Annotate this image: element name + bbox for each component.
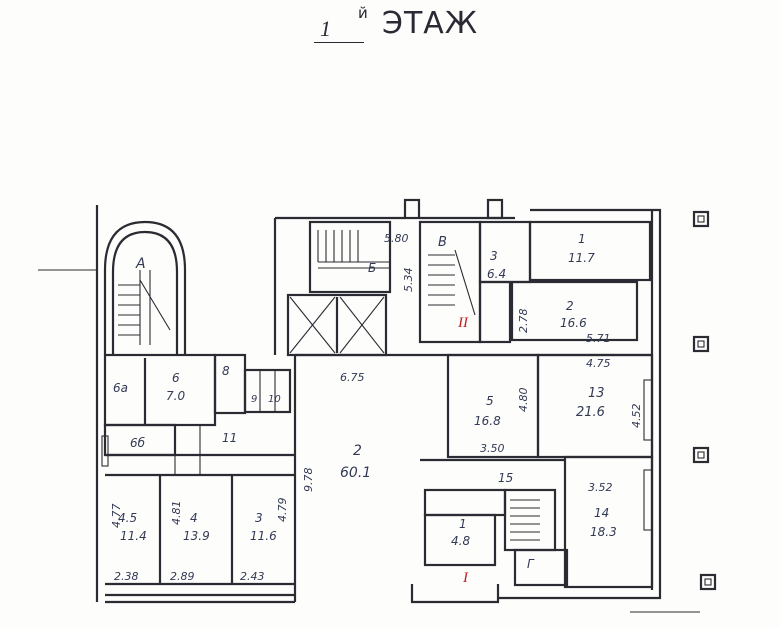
- room-b-label: Б: [368, 261, 376, 275]
- stair-g: [510, 499, 540, 541]
- dim-4-79: 4.79: [276, 498, 289, 523]
- room-8-label: 8: [222, 364, 230, 378]
- dim-9-78: 9.78: [302, 468, 315, 493]
- left-wing: [101, 353, 295, 584]
- floor-suffix: й: [358, 4, 368, 22]
- room-v-label: В: [438, 235, 447, 250]
- room-a-label: А: [135, 256, 146, 272]
- entrance-mark-2: II: [457, 315, 469, 331]
- room-4-5-area: 11.4: [120, 529, 147, 543]
- room-3b-area: 6.4: [487, 267, 506, 281]
- dim-2-38: 2.38: [114, 570, 139, 583]
- floor-title: 1 й ЭТАЖ: [300, 4, 500, 48]
- room-2b-area: 16.6: [560, 316, 587, 330]
- room-3b-label: 3: [490, 249, 498, 263]
- stair-b: [317, 230, 390, 269]
- dim-2-78: 2.78: [517, 309, 530, 334]
- room-15-label: 15: [498, 471, 513, 485]
- dim-5-80: 5.80: [384, 232, 409, 245]
- entrance-mark-1: I: [462, 570, 469, 586]
- dim-3-52: 3.52: [588, 481, 613, 494]
- room-14-area: 18.3: [590, 525, 617, 539]
- room-4-5-label: 4.5: [118, 511, 137, 525]
- room-3a-label: 3: [255, 511, 263, 525]
- room-1b-area: 4.8: [451, 534, 470, 548]
- outer-walls: [95, 205, 662, 604]
- dim-4-80: 4.80: [517, 388, 530, 413]
- floor-number: 1: [320, 16, 331, 41]
- dim-3-50: 3.50: [480, 442, 505, 455]
- floor-word: ЭТАЖ: [382, 6, 479, 41]
- room-2b-label: 2: [566, 299, 574, 313]
- dimensions: 5.80 5.34 6.75 9.78 2.78 5.71 4.75 4.80 …: [110, 232, 643, 583]
- room-4-area: 13.9: [183, 529, 210, 543]
- tower-a: А: [103, 220, 187, 355]
- room-g-label: Г: [527, 557, 535, 571]
- dim-4-81: 4.81: [170, 501, 183, 526]
- exterior-columns: [692, 210, 717, 591]
- room-5-area: 16.8: [474, 414, 501, 428]
- room-13-label: 13: [588, 386, 605, 401]
- room-1b-label: 1: [459, 517, 467, 531]
- stair-v: [428, 249, 476, 316]
- room-5-label: 5: [486, 394, 494, 408]
- room-6a-label: 6а: [113, 381, 128, 395]
- dim-6-75: 6.75: [340, 371, 365, 384]
- room-13-area: 21.6: [576, 405, 605, 420]
- dim-5-71: 5.71: [586, 332, 611, 345]
- right-wing: [295, 220, 654, 589]
- room-1a-label: 1: [578, 232, 586, 246]
- room-3a-area: 11.6: [250, 529, 277, 543]
- room-11-label: 11: [222, 431, 237, 445]
- room-10-label: 10: [268, 394, 281, 405]
- room-2big-area: 60.1: [340, 465, 371, 481]
- stair-a: [118, 270, 171, 345]
- dim-2-89: 2.89: [170, 570, 195, 583]
- dim-4-52: 4.52: [630, 404, 643, 429]
- dim-4-75: 4.75: [586, 357, 611, 370]
- room-9-label: 9: [251, 394, 257, 405]
- central-core: Б В: [286, 198, 532, 357]
- dim-5-34: 5.34: [402, 268, 415, 293]
- dim-2-43: 2.43: [240, 570, 265, 583]
- floor-number-underline: [314, 42, 364, 43]
- room-2big-label: 2: [353, 443, 362, 459]
- room-14-label: 14: [594, 506, 609, 520]
- dim-4-77: 4.77: [110, 504, 123, 529]
- room-6-area: 7.0: [166, 389, 185, 403]
- room-4-label: 4: [190, 511, 198, 525]
- room-6b-label: 6б: [130, 436, 146, 450]
- room-6-label: 6: [172, 371, 180, 385]
- room-1a-area: 11.7: [568, 251, 595, 265]
